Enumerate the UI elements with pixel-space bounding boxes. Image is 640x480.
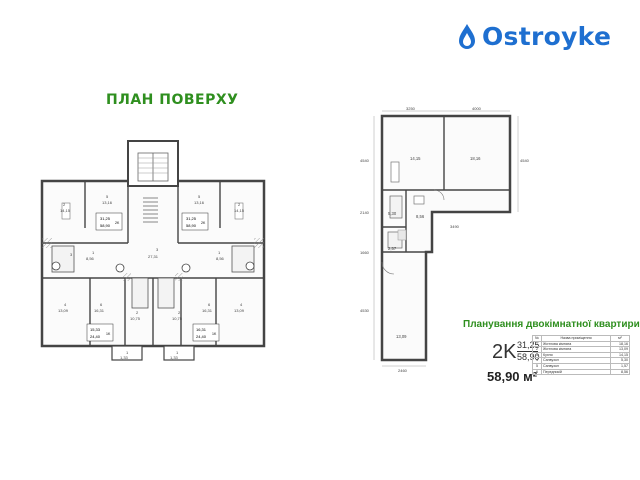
room-table: № Назва приміщення м² 1 Житлова кімната …: [532, 335, 630, 376]
table-row: 2 Житлова кімната 13,09: [532, 346, 630, 353]
table-row: 5 Санвузол 1,57: [532, 363, 630, 370]
room-area: 16,31: [202, 308, 213, 313]
room-number: 3: [156, 247, 159, 252]
dimension-label: 2460: [398, 368, 408, 373]
room-area: 13,09: [58, 308, 69, 313]
total-area-value: 58,90: [517, 352, 540, 362]
room-number: 2: [238, 202, 241, 207]
table-row: 3 Кухня 14,15: [532, 351, 630, 359]
dimension-label: 4530: [360, 308, 370, 313]
area-fraction: 31,25 58,90: [517, 340, 540, 363]
room-area: 13,09: [234, 308, 245, 313]
room-area: 14,15: [410, 156, 421, 161]
dimension-label: 4000: [472, 106, 482, 111]
svg-text:58,90: 58,90: [186, 223, 197, 228]
apartment-label: 16,31 24,40 1K: [192, 323, 220, 342]
table-header: № Назва приміщення м²: [532, 335, 630, 342]
room-number: 5: [198, 194, 201, 199]
room-area: 5,30: [388, 211, 397, 216]
balcony-left: [111, 345, 143, 361]
room-number: 2: [136, 310, 139, 315]
room-area: 10,75: [130, 316, 141, 321]
room-area: 16,31: [94, 308, 105, 313]
total-area: 58,90 м²: [487, 369, 538, 384]
room-area: 8,56: [216, 256, 225, 261]
room-area: 13,16: [194, 200, 205, 205]
table-row: 4 Санвузол 5,30: [532, 357, 630, 364]
svg-text:24,40: 24,40: [90, 334, 101, 339]
room-number: 1: [218, 250, 221, 255]
room-number: 1: [92, 250, 95, 255]
room-area: 14,15: [60, 208, 71, 213]
apartment-label: 31,25 58,90 2K: [95, 212, 123, 231]
room-area: 1,33: [170, 355, 179, 360]
dimension-label: 4540: [360, 158, 370, 163]
room-area: 10,75: [172, 316, 183, 321]
apartment-label: 31,25 58,90 2K: [181, 212, 209, 231]
balcony-right: [163, 345, 195, 361]
svg-text:31,25: 31,25: [186, 216, 197, 221]
apartment-code: 2K: [492, 341, 517, 363]
room-area: 1,33: [120, 355, 129, 360]
room-area: 8,56: [86, 256, 95, 261]
room-number: 6: [208, 302, 211, 307]
table-row: 6 Передпокій 8,56: [532, 368, 630, 376]
room-area: 13,16: [102, 200, 113, 205]
dimension-label: 1660: [360, 250, 370, 255]
svg-text:2K: 2K: [115, 221, 120, 225]
room-number: 2: [178, 310, 181, 315]
brand-logo: Ostroyke: [458, 22, 611, 51]
room-number: 1: [176, 350, 179, 355]
dimension-label: 3250: [406, 106, 416, 111]
dimension-label: 4540: [520, 158, 530, 163]
svg-text:15,33: 15,33: [90, 327, 101, 332]
svg-text:31,25: 31,25: [100, 216, 111, 221]
room-area: 27,31: [148, 254, 159, 259]
apartment-plan-drawing: 3250 4000 4540 4540 2140 3490 1660 4530 …: [360, 106, 530, 373]
drop-logo-icon: [459, 23, 475, 49]
room-area: 13,09: [396, 334, 407, 339]
room-number: 5: [106, 194, 109, 199]
floor-plan-title: ПЛАН ПОВЕРХУ: [106, 92, 239, 108]
room-number: 4: [240, 302, 243, 307]
room-number: 6: [100, 302, 103, 307]
living-area: 31,25: [517, 340, 540, 350]
svg-text:2K: 2K: [201, 221, 206, 225]
room-number: 3: [70, 252, 73, 257]
table-row: 1 Житлова кімната 18,16: [532, 340, 630, 348]
svg-text:1K: 1K: [106, 332, 111, 336]
apartment-plan-title: Планування двокімнатної квартири: [463, 319, 640, 330]
fraction-bar: [517, 351, 538, 352]
room-number: 4: [64, 302, 67, 307]
room-area: 18,16: [470, 156, 481, 161]
room-area: 8,56: [416, 214, 425, 219]
brand-name: Ostroyke: [482, 22, 612, 51]
room-number: 1: [126, 350, 129, 355]
svg-text:58,90: 58,90: [100, 223, 111, 228]
dimension-label: 2140: [360, 210, 370, 215]
apartment-label: 15,33 24,40 1K: [86, 323, 114, 342]
room-number: 2: [63, 202, 66, 207]
svg-text:1K: 1K: [212, 332, 217, 336]
dimension-label: 3490: [450, 224, 460, 229]
room-area: 2,57: [388, 246, 397, 251]
room-area: 14,15: [234, 208, 245, 213]
svg-text:24,40: 24,40: [196, 334, 207, 339]
svg-text:16,31: 16,31: [196, 327, 207, 332]
floor-plan-drawing: 31,25 58,90 2K 31,25 58,90 2K 15,33 24,4…: [40, 140, 266, 361]
